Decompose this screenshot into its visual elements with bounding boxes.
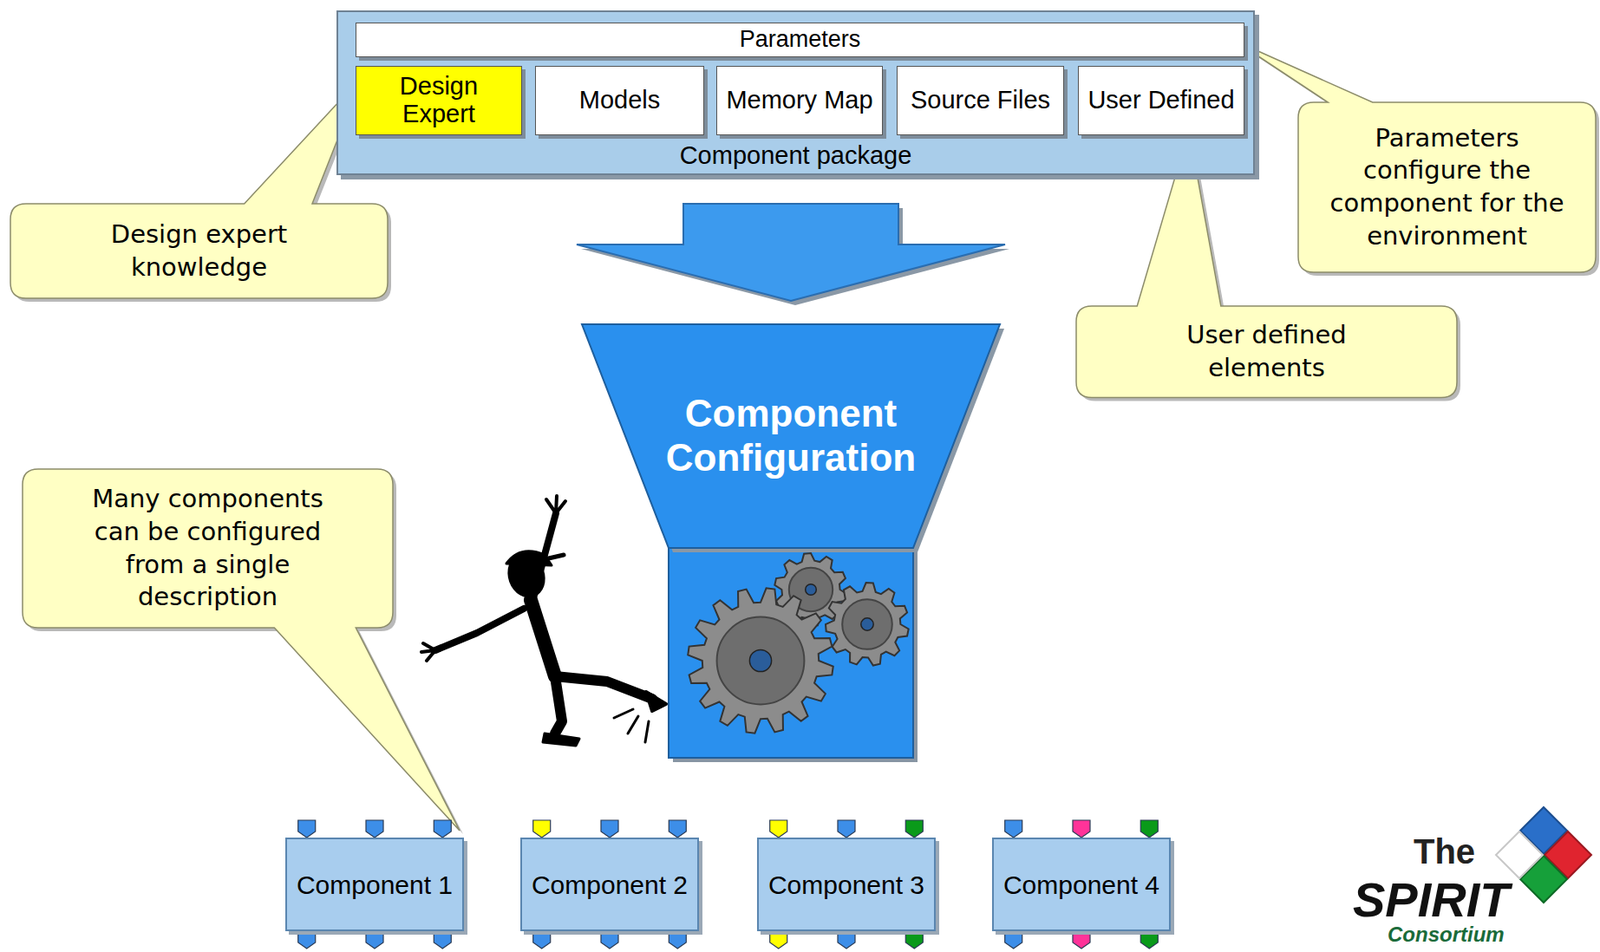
component-pin [770, 931, 788, 949]
figure-leg [555, 676, 653, 699]
configuration-funnel: Component Configuration [581, 324, 1000, 549]
figure-hand [546, 496, 566, 514]
component-pin [533, 820, 551, 838]
callout-note: Design expert knowledge [10, 203, 388, 299]
component-pin [837, 931, 856, 949]
gearbox [668, 548, 914, 758]
component-pin [905, 931, 923, 949]
component-pin [837, 820, 856, 838]
node-text: Models [579, 86, 661, 115]
figure-arm [435, 608, 524, 651]
component-box: Component 1 [285, 837, 464, 932]
node-text: Component 4 [1003, 870, 1160, 900]
component-pin [433, 820, 451, 838]
component-pin [905, 820, 923, 838]
spirit-logo [1495, 807, 1592, 903]
component-package: Component package ParametersDesign Expert… [336, 10, 1255, 176]
node-text: Memory Map [725, 86, 873, 115]
node-text: User Defined [1087, 86, 1235, 115]
flow-arrow [576, 203, 1006, 301]
callout-shape [10, 76, 388, 299]
callout-note: User defined elements [1076, 306, 1457, 398]
node-text: Component 3 [768, 870, 925, 900]
component-pin [1005, 931, 1023, 949]
callout-note: Parameters configure the component for t… [1298, 102, 1596, 273]
component-pin [770, 820, 788, 838]
design-expert-box: Design Expert [355, 65, 523, 136]
node-text: Design expert knowledge [69, 218, 330, 284]
gear-ring [842, 599, 893, 650]
component-pin [668, 931, 686, 949]
node-text: Component 2 [531, 870, 688, 900]
gear-hub [861, 618, 874, 631]
gear-hub [805, 584, 817, 596]
component-pin [365, 820, 384, 838]
component-pin [600, 820, 619, 838]
callout-shapes [10, 40, 1600, 835]
callout-shape [22, 469, 460, 831]
gear-hub [749, 649, 771, 672]
figure-hand [421, 643, 436, 661]
component-box: Component 3 [757, 837, 936, 932]
component-pin [533, 931, 551, 949]
gears [687, 553, 908, 734]
node-text: Many components can be configured from a… [69, 483, 347, 614]
logo-text: Consortium [1387, 924, 1505, 946]
logo-text: SPIRIT [1352, 875, 1509, 925]
callout-shape [1234, 40, 1596, 273]
component-box: Component 4 [992, 837, 1171, 932]
gear [687, 587, 833, 733]
node-text: Component 1 [296, 870, 453, 900]
component-pin [298, 820, 316, 838]
node-text: User defined elements [1154, 319, 1380, 385]
impact-marks [613, 709, 649, 743]
stick-figure [421, 496, 667, 746]
source-files-box: Source Files [896, 65, 1065, 136]
user-defined-box: User Defined [1077, 65, 1245, 136]
figure-body [530, 600, 556, 677]
component-pin [1005, 820, 1023, 838]
connectors [576, 203, 1010, 306]
component-pin [668, 820, 686, 838]
cap-brim [541, 555, 564, 561]
component-pin [298, 931, 316, 949]
node-text: Source Files [910, 86, 1051, 115]
models-box: Models [535, 65, 705, 136]
figure-foot [646, 692, 667, 712]
component-pin [1140, 820, 1158, 838]
component-box: Component 2 [520, 837, 699, 932]
callout-note: Many components can be configured from a… [22, 469, 393, 628]
figure-leg [555, 676, 562, 734]
parameters-bar: Parameters [355, 22, 1245, 58]
component-pin [433, 931, 451, 949]
node-text: Parameters [739, 26, 862, 53]
component-pin [1072, 820, 1091, 838]
component-pin [1140, 931, 1158, 949]
node-text: Component package [679, 143, 913, 169]
memory-map-box: Memory Map [716, 65, 883, 136]
logo-diamond [1495, 831, 1543, 879]
component-pin [600, 931, 619, 949]
gear [825, 582, 909, 666]
figure-head [501, 548, 551, 603]
gear-ring [717, 617, 805, 706]
figure-shoe [542, 733, 580, 746]
node-text: Parameters configure the component for t… [1321, 122, 1574, 254]
component-pin [365, 931, 384, 949]
node-text: Design Expert [373, 72, 504, 129]
funnel-shape [581, 324, 1000, 549]
component-pin [1072, 931, 1091, 949]
logo-text: The [1413, 834, 1476, 869]
node-text: Component Configuration [626, 391, 956, 480]
